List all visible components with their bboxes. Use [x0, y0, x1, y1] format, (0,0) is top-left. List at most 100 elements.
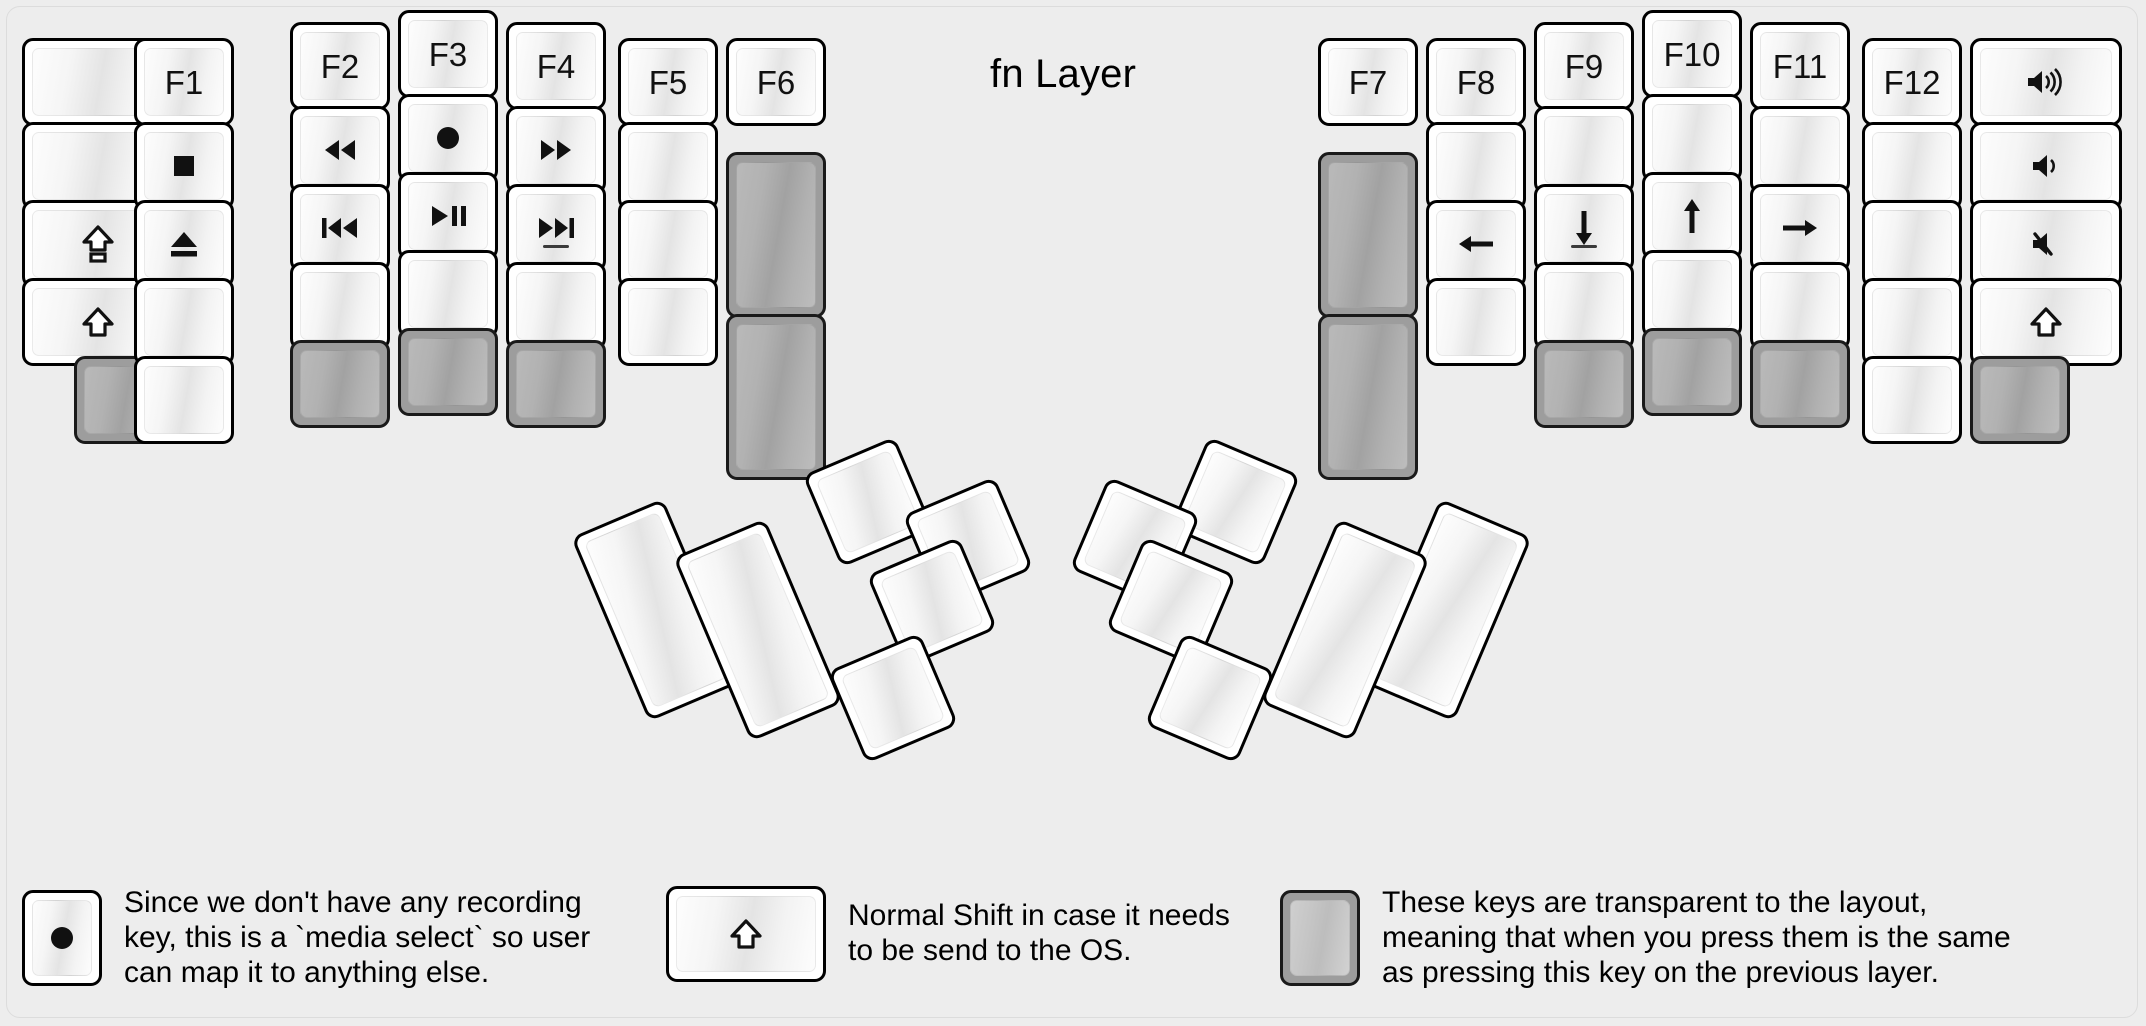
key-left-c3-r5-transparent[interactable]: [290, 340, 390, 428]
key-right-c5-r1-f11[interactable]: F11: [1750, 22, 1850, 110]
keycap-face: [736, 162, 816, 308]
key-left-c4-r2-record[interactable]: [398, 94, 498, 182]
keycap-face: [736, 324, 816, 470]
key-right-c1-r2-transparent[interactable]: [1318, 152, 1418, 318]
keycap-face: [1980, 48, 2112, 116]
keycap-face: F11: [1760, 32, 1840, 100]
key-left-c5-r3-next[interactable]: [506, 184, 606, 272]
key-right-c2-r4[interactable]: [1426, 278, 1526, 366]
key-right-c2-r3-arrow-left[interactable]: [1426, 200, 1526, 288]
key-left-c6-r3[interactable]: [618, 200, 718, 288]
legend-text-transparent: These keys are transparent to the layout…: [1382, 886, 2011, 989]
keycap-face: [1436, 288, 1516, 356]
key-label: F12: [1883, 63, 1941, 101]
key-right-c7-r3-volume-mute[interactable]: [1970, 200, 2122, 288]
key-label: F6: [756, 63, 796, 101]
key-left-c3-r2-rewind[interactable]: [290, 106, 390, 194]
key-left-c5-r2-fast-forward[interactable]: [506, 106, 606, 194]
keycap-face: [840, 645, 946, 751]
key-left-c5-r5-transparent[interactable]: [506, 340, 606, 428]
key-left-c4-r5-transparent[interactable]: [398, 328, 498, 416]
key-right-c6-r3[interactable]: [1862, 200, 1962, 288]
key-right-c6-r1-f12[interactable]: F12: [1862, 38, 1962, 126]
key-right-c5-r5-transparent[interactable]: [1750, 340, 1850, 428]
key-left-c6-r4[interactable]: [618, 278, 718, 366]
key-right-c5-r2[interactable]: [1750, 106, 1850, 194]
key-right-c7-r4-shift[interactable]: [1970, 278, 2122, 366]
key-right-c7-r1-volume-up[interactable]: [1970, 38, 2122, 126]
key-label: F4: [536, 47, 576, 85]
key-right-c5-r4[interactable]: [1750, 262, 1850, 350]
key-left-c2-r1-f1[interactable]: F1: [134, 38, 234, 126]
thumb-key-right-1u-a[interactable]: [1169, 436, 1301, 568]
key-right-c4-r1-f10[interactable]: F10: [1642, 10, 1742, 98]
keycap-face: [408, 338, 488, 406]
key-right-c6-r2[interactable]: [1862, 122, 1962, 210]
key-left-c3-r4[interactable]: [290, 262, 390, 350]
key-right-c4-r2[interactable]: [1642, 94, 1742, 182]
keycap-face: [676, 896, 816, 972]
keycap-face: [1328, 162, 1408, 308]
legend-text-record: Since we don't have any recording key, t…: [124, 886, 591, 989]
key-right-c6-r4[interactable]: [1862, 278, 1962, 366]
key-right-c7-r2-volume-down[interactable]: [1970, 122, 2122, 210]
key-left-c2-r3-eject[interactable]: [134, 200, 234, 288]
thumb-key-left-1u-a[interactable]: [802, 436, 934, 568]
key-left-c2-r5[interactable]: [134, 356, 234, 444]
volume-up-icon: [2028, 68, 2062, 96]
shift-icon: [2030, 307, 2062, 337]
key-left-c6-r2[interactable]: [618, 122, 718, 210]
key-left-c5-r1-f4[interactable]: F4: [506, 22, 606, 110]
key-right-c3-r5-transparent[interactable]: [1534, 340, 1634, 428]
key-right-c4-r4[interactable]: [1642, 250, 1742, 338]
keycap-face: [1436, 132, 1516, 200]
key-left-c7-r2-transparent[interactable]: [726, 152, 826, 318]
key-right-c4-r3-arrow-up[interactable]: [1642, 172, 1742, 260]
media-record-icon: [437, 127, 459, 149]
keycap-face: [300, 350, 380, 418]
key-left-c3-r1-f2[interactable]: F2: [290, 22, 390, 110]
volume-mute-icon: [2033, 232, 2053, 256]
key-right-c5-r3-arrow-right[interactable]: [1750, 184, 1850, 272]
key-left-c4-r4[interactable]: [398, 250, 498, 338]
key-right-c6-r5[interactable]: [1862, 356, 1962, 444]
key-left-c4-r3-play-pause[interactable]: [398, 172, 498, 260]
key-right-c3-r3-arrow-down[interactable]: [1534, 184, 1634, 272]
key-left-c5-r4[interactable]: [506, 262, 606, 350]
key-right-c2-r1-f8[interactable]: F8: [1426, 38, 1526, 126]
key-right-c1-r3-transparent[interactable]: [1318, 314, 1418, 480]
keycap-face: F10: [1652, 20, 1732, 88]
legend-text-shift: Normal Shift in case it needs to be send…: [848, 899, 1230, 967]
key-right-c7-r5-transparent[interactable]: [1970, 356, 2070, 444]
key-right-c3-r1-f9[interactable]: F9: [1534, 22, 1634, 110]
key-right-c1-r1-f7[interactable]: F7: [1318, 38, 1418, 126]
left-thumb-cluster: [570, 430, 1034, 800]
key-left-c7-r1-f6[interactable]: F6: [726, 38, 826, 126]
key-left-c2-r4[interactable]: [134, 278, 234, 366]
legend-key-record[interactable]: [22, 890, 102, 987]
media-eject-icon: [171, 232, 197, 257]
keycap-face: [1544, 350, 1624, 418]
keycap-face: F4: [516, 32, 596, 100]
key-label: F2: [320, 47, 360, 85]
legend-item-record: Since we don't have any recording key, t…: [22, 886, 590, 990]
keycap-face: [1273, 531, 1417, 729]
legend-key-transparent[interactable]: [1280, 890, 1360, 987]
key-right-c3-r2[interactable]: [1534, 106, 1634, 194]
keycap-face: [1652, 260, 1732, 328]
arrow-left-icon: [1459, 236, 1493, 252]
keycap-face: [1652, 338, 1732, 406]
keycap-face: [815, 449, 921, 555]
key-left-c7-r3-transparent[interactable]: [726, 314, 826, 480]
key-right-c4-r5-transparent[interactable]: [1642, 328, 1742, 416]
key-right-c3-r4[interactable]: [1534, 262, 1634, 350]
keycap-face: [1290, 900, 1350, 977]
key-left-c4-r1-f3[interactable]: F3: [398, 10, 498, 98]
key-left-c2-r2-stop[interactable]: [134, 122, 234, 210]
key-right-c2-r2[interactable]: [1426, 122, 1526, 210]
key-left-c3-r3-previous[interactable]: [290, 184, 390, 272]
keycap-face: [1872, 132, 1952, 200]
shift-icon: [730, 919, 762, 949]
key-left-c6-r1-f5[interactable]: F5: [618, 38, 718, 126]
legend-key-shift[interactable]: [666, 886, 826, 982]
